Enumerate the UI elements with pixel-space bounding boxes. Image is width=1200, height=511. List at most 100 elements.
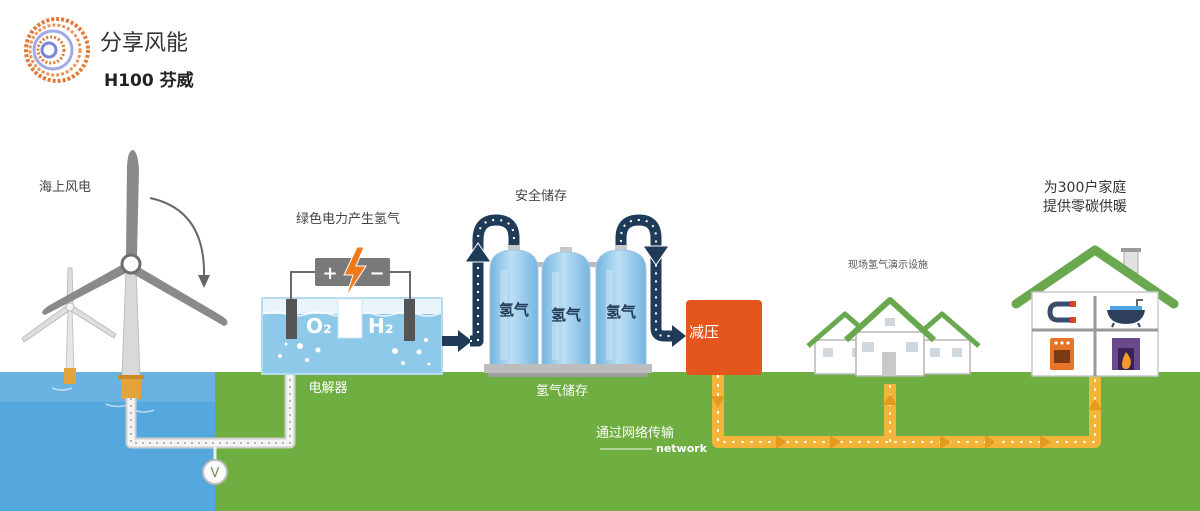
hydrogen-tank-icon: 氢气 bbox=[489, 245, 539, 367]
fireplace-flame bbox=[1122, 352, 1131, 369]
bathtub-water bbox=[1110, 306, 1142, 310]
bubble bbox=[401, 361, 405, 365]
battery-plus: + bbox=[322, 263, 337, 284]
valve-icon bbox=[202, 459, 228, 485]
hydrogen-label: H₂ bbox=[368, 314, 394, 338]
tank-body bbox=[595, 249, 647, 367]
small-turbine-foundation bbox=[64, 368, 76, 384]
house-window bbox=[930, 348, 940, 357]
bubble bbox=[392, 348, 398, 354]
chimney-cap bbox=[1121, 248, 1141, 252]
network-label: network bbox=[656, 442, 708, 455]
hot-water-icon bbox=[1047, 301, 1076, 323]
hydrogen-storage-label: 氢气储存 bbox=[536, 383, 588, 399]
flow-arrow-right bbox=[1040, 435, 1051, 449]
cooker-knob bbox=[1060, 341, 1064, 345]
house-window bbox=[862, 342, 874, 352]
demo-facility-label: 现场氢气演示设施 bbox=[848, 258, 928, 271]
logo-ring-3 bbox=[32, 29, 74, 71]
hot-water-tip bbox=[1070, 317, 1076, 323]
flow-arrow-right bbox=[985, 435, 996, 449]
tank-connector bbox=[536, 262, 544, 267]
big-turbine-blade-left bbox=[42, 263, 128, 315]
safe-storage-label: 安全储存 bbox=[515, 188, 567, 204]
small-turbine-hub bbox=[65, 302, 75, 312]
tank-body bbox=[489, 249, 539, 367]
big-turbine-blade-right bbox=[133, 266, 228, 326]
homes-label-line2: 提供零碳供暖 bbox=[1043, 199, 1127, 215]
flow-arrow-up bbox=[883, 394, 897, 405]
bubble bbox=[284, 342, 288, 346]
pressure-reduction-label: 减压 bbox=[689, 323, 719, 341]
wind-turbine-icon bbox=[21, 267, 117, 373]
wind-turbine-icon bbox=[42, 150, 228, 379]
bubble bbox=[305, 358, 309, 362]
bathtub-body bbox=[1107, 310, 1145, 324]
output-pipe-right-arrow bbox=[672, 325, 686, 347]
electrolyzer-label: 电解器 bbox=[308, 381, 347, 396]
big-turbine-hub bbox=[120, 253, 142, 275]
power-cable-dots bbox=[130, 374, 291, 444]
feed-pipe-dots bbox=[470, 219, 515, 342]
sea-highlight bbox=[0, 372, 215, 402]
house-window bbox=[823, 348, 833, 357]
tank-cap bbox=[615, 245, 627, 252]
tank-body bbox=[541, 251, 591, 367]
rotation-arrow-icon bbox=[149, 197, 210, 288]
tank-cap bbox=[560, 247, 572, 254]
network-transfer-label: 通过网络传输 bbox=[596, 425, 674, 441]
house-window bbox=[906, 342, 918, 352]
hot-water-tip bbox=[1070, 301, 1076, 307]
brand-tagline: H100 芬威 bbox=[104, 70, 194, 91]
big-turbine-foundation bbox=[121, 377, 141, 399]
rotation-arrow-curve bbox=[149, 197, 206, 279]
output-pipe-dots bbox=[620, 219, 674, 337]
tank-highlight bbox=[552, 272, 559, 360]
cathode-wire bbox=[390, 271, 411, 299]
tank-highlight bbox=[500, 270, 507, 360]
hydrogen-feed-pipe bbox=[470, 214, 520, 347]
tank-platform bbox=[484, 364, 652, 373]
logo-ring-outer bbox=[24, 17, 90, 83]
bubble bbox=[416, 349, 422, 355]
cooker-knob bbox=[1066, 341, 1070, 345]
flow-arrow-right bbox=[940, 435, 951, 449]
tank-platform-base bbox=[488, 373, 648, 377]
electrolyzer-divider bbox=[337, 298, 363, 339]
offshore-wind-label: 海上风电 bbox=[39, 180, 91, 195]
logo-ring-4 bbox=[36, 35, 66, 65]
tank-label: 氢气 bbox=[551, 306, 581, 324]
bathtub-leg bbox=[1111, 322, 1115, 328]
bubble bbox=[427, 362, 431, 366]
cooker-icon bbox=[1050, 338, 1074, 370]
tank-label: 氢气 bbox=[499, 301, 529, 319]
fireplace-icon bbox=[1112, 338, 1140, 370]
bubble bbox=[278, 354, 282, 358]
anode bbox=[286, 299, 297, 339]
hydrogen-output-pipe bbox=[615, 214, 674, 342]
big-turbine-foundation-cap bbox=[118, 375, 144, 379]
big-turbine-blade-up bbox=[126, 150, 139, 256]
electrolyzer: O₂ H₂ bbox=[261, 271, 443, 375]
house-icon bbox=[843, 297, 937, 377]
flow-arrow-right bbox=[830, 435, 841, 449]
output-pipe-down-arrow bbox=[642, 245, 670, 266]
pressure-reduction-box bbox=[686, 300, 762, 375]
anode-wire bbox=[290, 271, 315, 299]
bathtub-leg bbox=[1137, 322, 1141, 328]
brand-name: 分享风能 bbox=[100, 31, 188, 56]
bathtub-icon bbox=[1107, 299, 1145, 328]
network-pipe-dots bbox=[717, 375, 1096, 443]
flow-arrow-up bbox=[1088, 399, 1102, 410]
cooker-knob bbox=[1054, 341, 1058, 345]
lightning-icon bbox=[343, 246, 367, 298]
small-turbine-tower bbox=[65, 307, 75, 373]
hydrogen-storage: 氢气 氢气 氢气 bbox=[484, 245, 652, 377]
valve-label: V bbox=[211, 466, 220, 481]
big-house-roof bbox=[1011, 245, 1179, 309]
house-door bbox=[882, 352, 896, 376]
hot-water-pipe bbox=[1047, 301, 1072, 323]
demo-houses bbox=[806, 297, 981, 377]
network-flow-arrows bbox=[711, 394, 1102, 449]
